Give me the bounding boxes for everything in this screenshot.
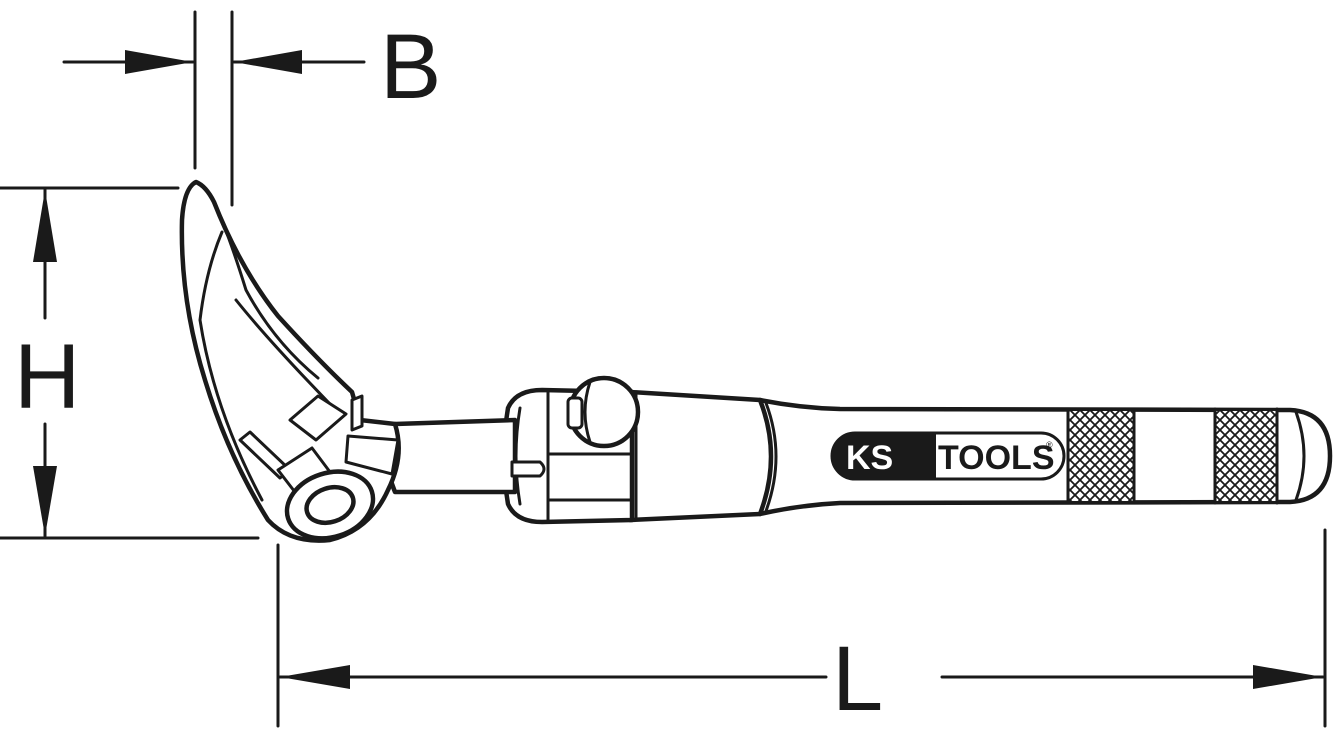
registered-mark: ® — [1046, 440, 1053, 450]
pry-head — [179, 179, 401, 543]
ferrule-edge — [764, 401, 778, 513]
knob-stem — [566, 396, 584, 430]
width-label: B — [380, 16, 441, 118]
handle-ferrule — [627, 389, 774, 523]
blade-contour — [198, 230, 264, 502]
arrow-up-icon — [33, 190, 57, 262]
blade-contour — [212, 200, 320, 380]
shaft-body — [385, 417, 518, 495]
dimension-h: H — [0, 186, 260, 540]
arrow-right-icon — [125, 50, 193, 74]
dimension-b: B — [62, 10, 441, 207]
lock-assembly — [501, 375, 641, 525]
pivot-hole — [304, 484, 356, 526]
handle-end-cap — [1294, 410, 1306, 502]
logo-brand-right: TOOLS — [938, 439, 1055, 477]
arrow-left-icon — [280, 665, 350, 689]
arrow-right-icon — [1253, 665, 1323, 689]
shaft-pin — [510, 460, 546, 478]
knob-edge — [583, 380, 592, 444]
logo-dark-part — [832, 433, 936, 479]
blade-contour — [234, 298, 332, 406]
joint-tab — [344, 434, 400, 476]
joint-tab — [350, 394, 364, 432]
arrow-down-icon — [33, 466, 57, 536]
brand-logo: KS TOOLS ® — [830, 431, 1066, 481]
logo-brand-left: KS — [846, 439, 893, 477]
tool-handle: KS TOOLS ® — [627, 389, 1333, 523]
length-label: L — [832, 628, 883, 730]
knurled-grip — [1215, 411, 1277, 501]
dimension-l: L — [276, 528, 1327, 730]
arrow-left-icon — [234, 50, 302, 74]
height-label: H — [14, 326, 80, 428]
blade-slot — [288, 394, 348, 442]
knurled-grip — [1068, 411, 1134, 501]
